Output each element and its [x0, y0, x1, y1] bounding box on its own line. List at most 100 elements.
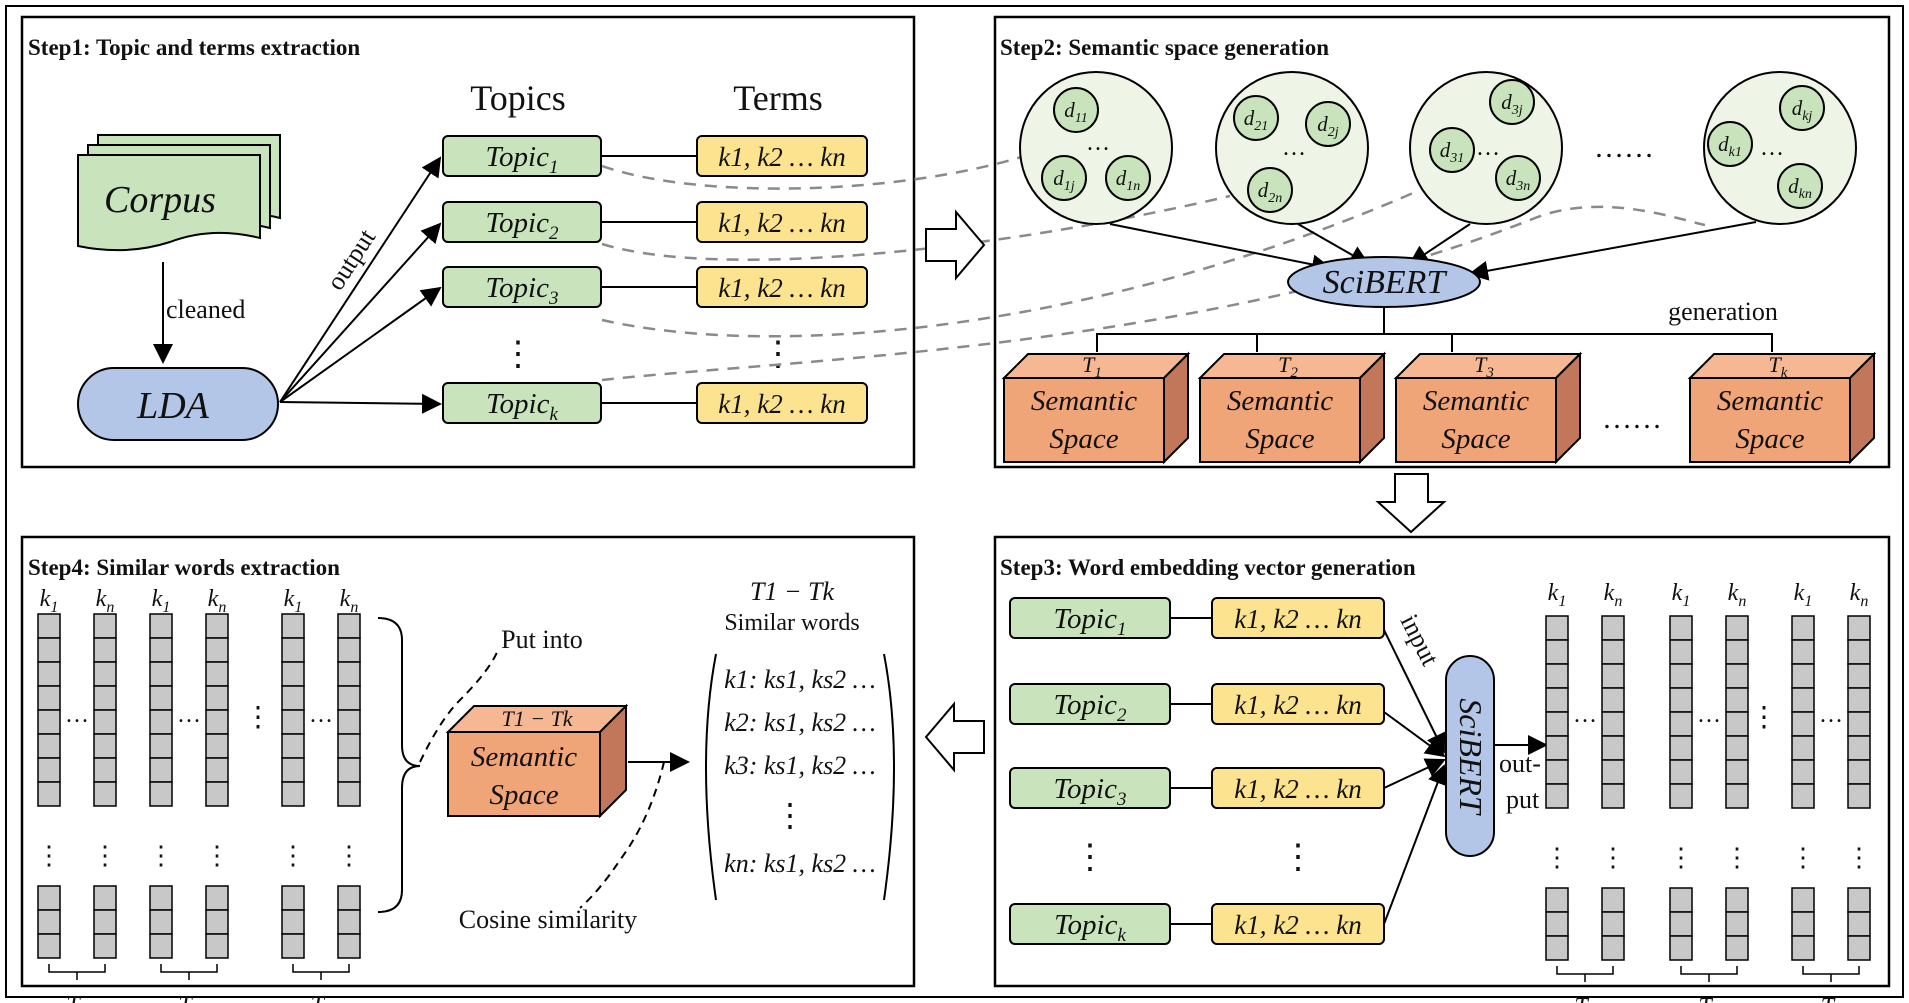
embedding-column: ⋮: [1600, 615, 1626, 961]
embedding-column: ⋮: [1544, 615, 1570, 961]
column-vdots: ⋮: [204, 841, 230, 870]
vector-cell: [337, 613, 361, 639]
vector-cell: [149, 733, 173, 759]
vector-cell: [93, 909, 117, 935]
doc-node: [1707, 121, 1753, 167]
vector-cell: [337, 933, 361, 959]
step3-panel: [993, 535, 1891, 988]
vector-cell: [1847, 887, 1871, 913]
embedding-column: ⋮: [1724, 615, 1750, 961]
space-line2: Space: [1735, 423, 1804, 455]
vector-cell: [149, 661, 173, 687]
topics-header: Topics: [470, 78, 565, 118]
column-hdots: …: [1819, 702, 1843, 728]
space-line2: Space: [489, 779, 558, 811]
vector-cell: [337, 661, 361, 687]
terms-label: k1, k2 … kn: [1234, 604, 1361, 634]
group-label: T1: [66, 992, 87, 1003]
vector-cell: [337, 685, 361, 711]
vector-cell: [1545, 711, 1569, 737]
column-header-kn: kn: [340, 586, 359, 616]
topic-vdots: ⋮: [1073, 839, 1107, 876]
group-bracket: [48, 964, 106, 980]
vector-cell: [1669, 639, 1693, 665]
vector-cell: [1791, 935, 1815, 961]
doc-node: [1041, 155, 1087, 201]
column-header-k1: k1: [152, 586, 171, 616]
result-left-paren: [705, 653, 717, 901]
vector-cell: [1601, 783, 1625, 809]
terms-label: k1, k2 … kn: [718, 142, 845, 172]
space-topic-label: T1: [1082, 352, 1102, 381]
topic-label: Topic2: [1054, 689, 1127, 726]
column-hdots: …: [177, 702, 201, 728]
column-header-kn: kn: [96, 586, 115, 616]
inner-ellipsis: …: [1282, 135, 1306, 161]
vector-cell: [205, 757, 229, 783]
vector-cell: [149, 757, 173, 783]
embedding-column: ⋮: [148, 613, 174, 959]
embedding-column: ⋮: [280, 613, 306, 959]
topic-label: Topic1: [486, 141, 559, 178]
cluster-arrow: [1109, 223, 1332, 275]
vector-cell: [149, 685, 173, 711]
vector-cell: [37, 933, 61, 959]
group-bracket: [292, 964, 350, 980]
output-arrow-3: [279, 286, 442, 403]
cluster-arrow: [1468, 221, 1757, 281]
column-hdots: …: [309, 702, 333, 728]
semantic-space-cube: T1 Semantic Space: [1001, 351, 1191, 465]
vector-cell: [149, 781, 173, 807]
column-header-kn: kn: [1604, 580, 1623, 610]
vector-cell: [1601, 735, 1625, 761]
column-vdots: ⋮: [280, 841, 306, 870]
vector-cell: [1847, 687, 1871, 713]
vector-cell: [37, 661, 61, 687]
lda-label: LDA: [136, 385, 210, 427]
vector-cell: [1669, 911, 1693, 937]
vector-cell: [1847, 911, 1871, 937]
vector-cell: [1725, 639, 1749, 665]
document-cluster: d21 d2j d2n …: [1215, 71, 1369, 225]
terms-box: [1211, 683, 1385, 725]
group-label: T1: [1574, 994, 1595, 1003]
column-hdots: …: [1697, 702, 1721, 728]
doc-label: dk1: [1718, 132, 1742, 160]
doc-label: d3j: [1501, 90, 1523, 118]
put-into-label: Put into: [501, 625, 583, 654]
step3-topic-row: Topic3 k1, k2 … kn: [1009, 767, 1385, 810]
vector-cell: [1791, 711, 1815, 737]
semantic-space-cube: T2 Semantic Space: [1197, 351, 1387, 465]
vector-cell: [1847, 711, 1871, 737]
doc-node: [1053, 87, 1099, 133]
embedding-column: ⋮: [92, 613, 118, 959]
vector-cell: [1791, 887, 1815, 913]
topic-label: Topick: [486, 388, 558, 425]
vector-cell: [37, 781, 61, 807]
embedding-column: ⋮: [1790, 615, 1816, 961]
doc-node: [1233, 95, 1279, 141]
column-header-kn: kn: [1850, 580, 1869, 610]
document-cluster: dk1 dkj dkn …: [1703, 71, 1857, 225]
step4-panel: [20, 535, 916, 988]
terms-box: [696, 201, 868, 243]
step1-topic-row: Topick k1, k2 … kn: [442, 382, 868, 425]
result-row: k3: ks1, ks2 …: [724, 751, 876, 780]
vector-cell: [337, 909, 361, 935]
space-line1: Semantic: [471, 741, 577, 773]
vector-cell: [1669, 735, 1693, 761]
column-vdots: ⋮: [148, 841, 174, 870]
vector-cell: [337, 733, 361, 759]
doc-label: d2j: [1317, 112, 1339, 140]
column-vdots: ⋮: [92, 841, 118, 870]
vector-cell: [205, 709, 229, 735]
vector-cell: [1669, 663, 1693, 689]
vector-cell: [205, 933, 229, 959]
vector-cell: [281, 733, 305, 759]
vector-cell: [1545, 887, 1569, 913]
document-cluster: d11 d1j d1n …: [1019, 71, 1173, 225]
topic-label: Topick: [1054, 909, 1126, 946]
doc-label: d11: [1064, 98, 1087, 126]
